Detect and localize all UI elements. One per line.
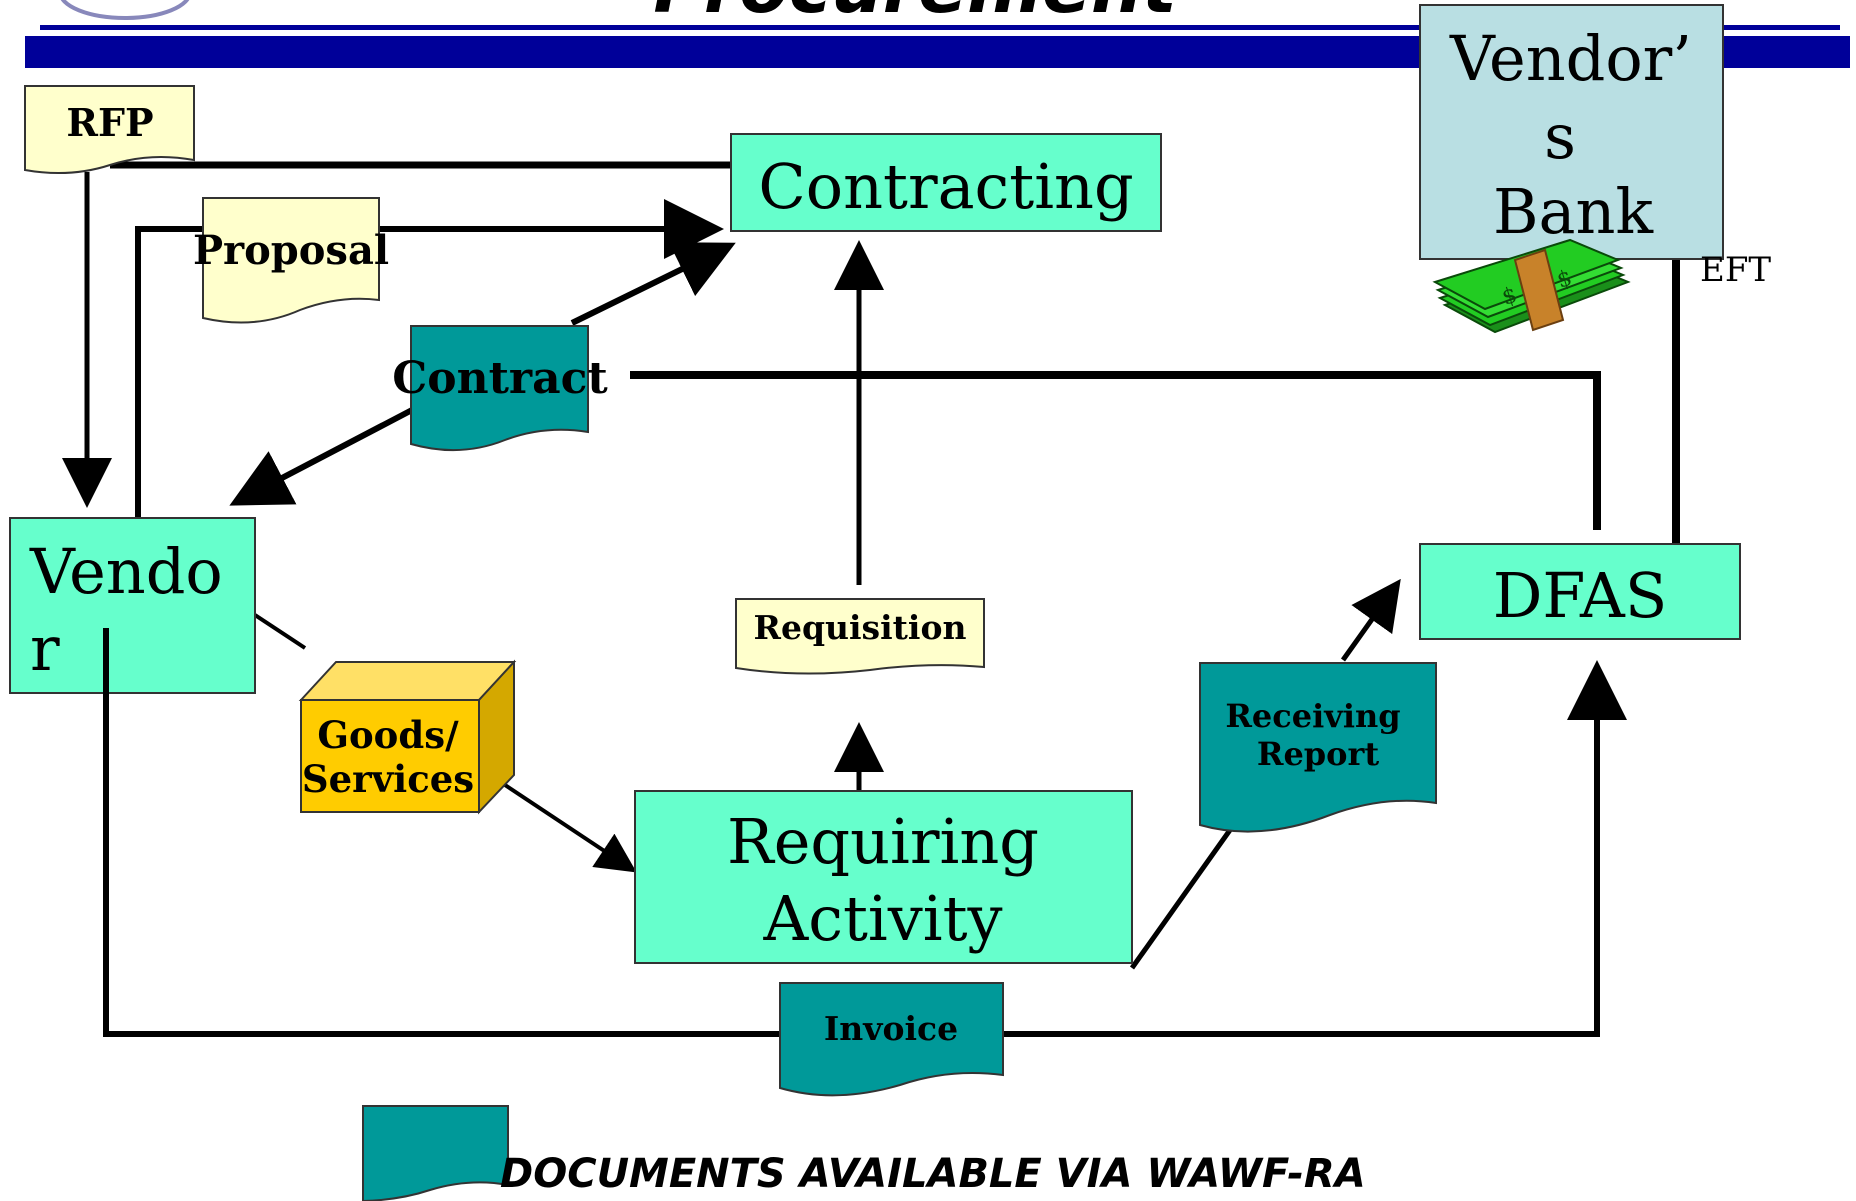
vendor-label-line2: r [30, 612, 60, 685]
requiring-label-line2: Activity [762, 882, 1002, 955]
dfas-label: DFAS [1493, 559, 1668, 632]
header-title-fragment: Procurement [653, 0, 1179, 29]
contracting-label: Contracting [758, 150, 1133, 223]
vendor-box: Vendo r [9, 517, 256, 694]
legend-swatch [362, 1105, 509, 1201]
contract-to-vendor-arrow [229, 407, 414, 506]
proposal-label: Proposal [193, 227, 389, 274]
money-stack-icon: $ $ [1432, 238, 1631, 334]
requiring-activity-box: Requiring Activity [634, 790, 1133, 964]
receiving-label-line2: Report [1257, 735, 1380, 773]
bank-label-line1: Vendor’ [1449, 22, 1692, 95]
rfp-label: RFP [66, 100, 153, 145]
contract-to-contracting-arrow [570, 242, 736, 326]
legend-text: DOCUMENTS AVAILABLE VIA WAWF-RA [500, 1151, 1366, 1197]
requisition-label: Requisition [754, 608, 967, 647]
requiring-label-line1: Requiring [727, 805, 1039, 878]
goods-label-line2: Services [302, 757, 474, 801]
dfas-box: DFAS [1419, 543, 1741, 640]
legend: DOCUMENTS AVAILABLE VIA WAWF-RA [362, 1105, 1366, 1201]
proposal-document: Proposal [193, 197, 389, 324]
receiving-label-line1: Receiving [1225, 697, 1400, 735]
vendor-to-contracting-proposal-arrow [135, 199, 724, 520]
vendor-label-line1: Vendo [29, 535, 223, 608]
receiving-report-document: Receiving Report [1199, 662, 1437, 833]
requisition-document: Requisition [735, 598, 985, 675]
invoice-label: Invoice [824, 1009, 958, 1048]
contract-label: Contract [392, 353, 608, 404]
rfp-document: RFP [24, 85, 195, 175]
connectors [62, 161, 1680, 1037]
contract-document: Contract [392, 325, 608, 452]
goods-services-box: Goods/ Services [298, 659, 517, 815]
requiring-to-dfas-receiving-arrow [1129, 587, 1395, 970]
seal-logo [60, 0, 190, 20]
goods-label-line1: Goods/ [317, 713, 459, 757]
contracting-box: Contracting [730, 133, 1162, 232]
bank-label-line3: Bank [1493, 175, 1653, 248]
invoice-document: Invoice [779, 982, 1004, 1097]
vendor-to-goods-line [253, 613, 307, 650]
dfas-to-contract-line [630, 371, 1601, 530]
goods-to-requiring-arrow [503, 783, 637, 873]
bank-label-line2: s [1544, 100, 1576, 173]
header-thin-bar [40, 25, 1840, 30]
eft-label: EFT [1700, 250, 1771, 290]
vendors-bank-box: Vendor’ s Bank [1419, 4, 1724, 260]
